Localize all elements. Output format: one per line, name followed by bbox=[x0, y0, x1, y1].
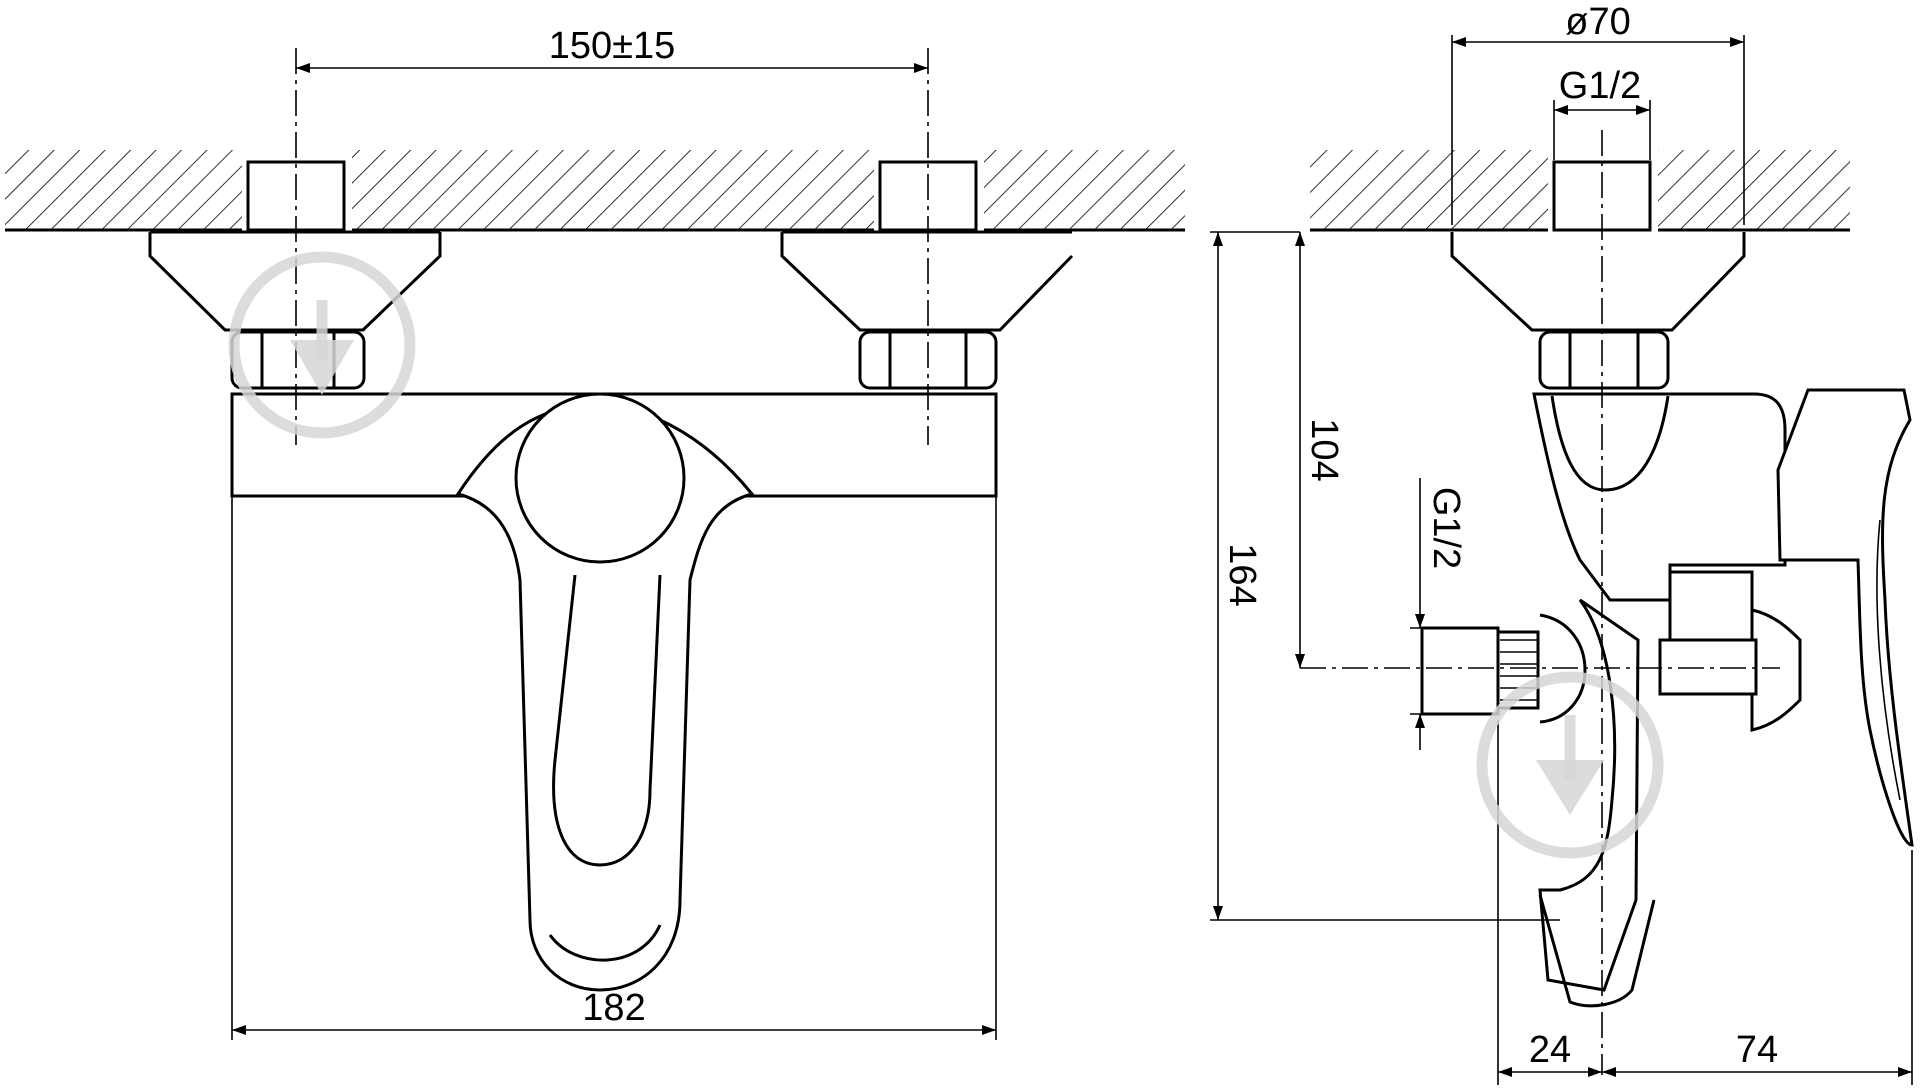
dim-depth-rear-label: 74 bbox=[1736, 1029, 1778, 1071]
dim-depth-front: 24 bbox=[1498, 1029, 1602, 1077]
dim-diameter-label: ø70 bbox=[1565, 1, 1630, 43]
dim-center-spacing: 150±15 bbox=[296, 25, 928, 73]
dim-thread-outlet-label: G1/2 bbox=[1425, 487, 1467, 569]
side-hex-nut bbox=[1538, 330, 1670, 390]
left-flange bbox=[148, 232, 442, 332]
dim-height-total-label: 164 bbox=[1221, 543, 1263, 606]
dim-thread-outlet: G1/2 bbox=[1410, 478, 1498, 750]
dim-depth-rear: 74 bbox=[1602, 1029, 1912, 1077]
dim-diameter: ø70 bbox=[1451, 1, 1745, 225]
watermark-logo-front bbox=[228, 251, 416, 439]
wall-hatch-front bbox=[5, 148, 1185, 232]
dim-thread-top: G1/2 bbox=[1553, 65, 1651, 160]
right-flange bbox=[780, 232, 1074, 332]
dim-width-label: 182 bbox=[582, 987, 645, 1029]
dim-depth-front-label: 24 bbox=[1529, 1029, 1571, 1071]
dim-width: 182 bbox=[232, 987, 996, 1035]
dim-center-spacing-label: 150±15 bbox=[549, 25, 676, 67]
lever-knob bbox=[514, 392, 686, 564]
side-flange bbox=[1450, 232, 1746, 332]
watermark-logo-side bbox=[1476, 671, 1664, 859]
side-body bbox=[1532, 392, 1787, 602]
side-rear-knob bbox=[1658, 570, 1802, 732]
dim-height-outlet-label: 104 bbox=[1303, 418, 1345, 481]
side-lever bbox=[1776, 388, 1914, 847]
dim-height-outlet: 104 bbox=[1295, 232, 1345, 668]
side-spout bbox=[1538, 598, 1640, 992]
dim-height-total: 164 bbox=[1210, 231, 1560, 921]
side-view: ø70 G1/2 164 104 G1/2 bbox=[1210, 1, 1914, 1085]
dim-thread-top-label: G1/2 bbox=[1559, 65, 1641, 107]
front-view: 150±15 182 bbox=[5, 25, 1185, 1040]
